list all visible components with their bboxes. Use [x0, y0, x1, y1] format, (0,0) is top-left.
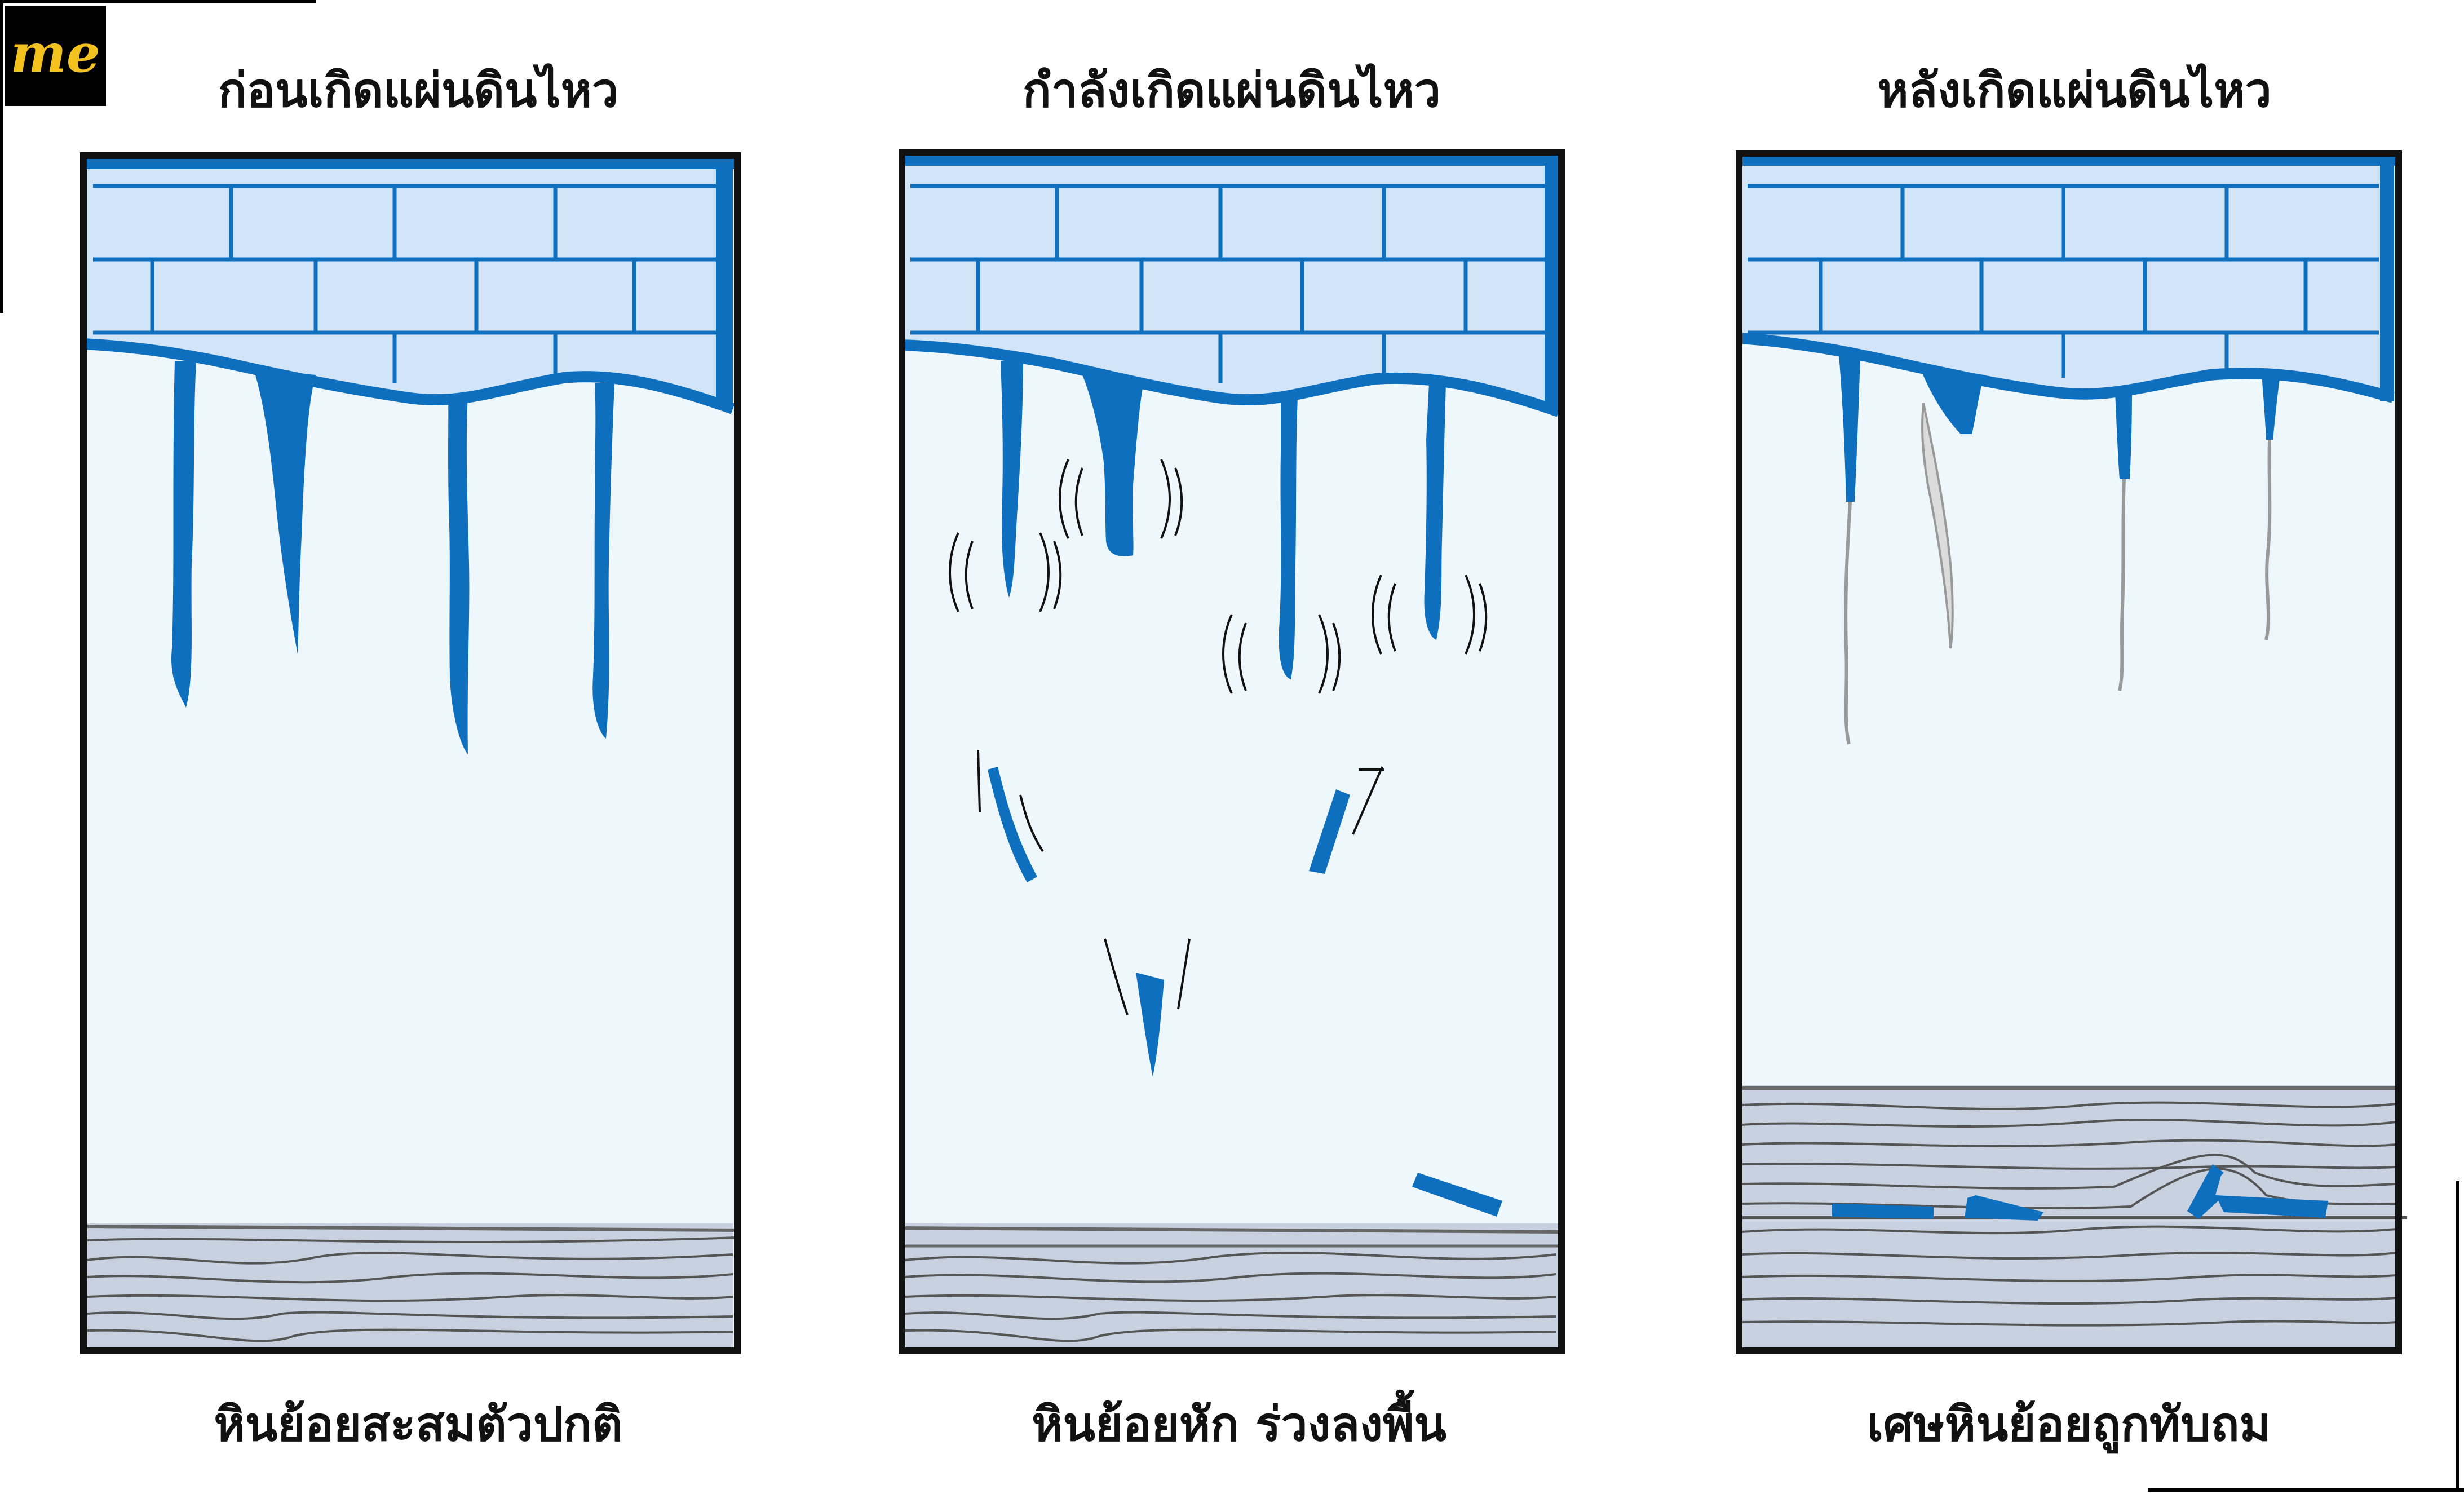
stalactite	[254, 369, 316, 654]
vibration-marks	[949, 459, 1488, 1015]
stalactite-stump	[1839, 355, 1860, 502]
brand-logo: me	[5, 6, 106, 106]
panel-title-after: หลังเกิดแผ่นดินไหว	[1877, 63, 2272, 118]
stalactite-stump	[2115, 392, 2132, 479]
stalactites	[988, 361, 1502, 1217]
corner-frame-right	[2456, 1181, 2459, 1492]
buried-fragment	[1832, 1204, 1934, 1219]
panel-before	[80, 152, 741, 1354]
fallen-fragment	[1412, 1173, 1502, 1217]
stalactite	[1279, 397, 1298, 679]
falling-fragment	[988, 767, 1037, 882]
panel-caption-after: เศษหินย้อยถูกทับถม	[1867, 1397, 2271, 1452]
cave-floor	[87, 1223, 739, 1349]
panel-frame	[80, 152, 741, 1354]
stalactite	[171, 361, 196, 708]
panel-frame	[899, 149, 1565, 1354]
stalactite	[1081, 372, 1144, 556]
broken-stalactites	[1839, 355, 2280, 745]
stalactite-stump	[2262, 375, 2280, 440]
stalactites	[171, 361, 614, 754]
broken-outline	[1921, 403, 1954, 649]
cave-ceiling	[901, 152, 1561, 417]
cave-ceiling	[83, 156, 737, 414]
stalactite	[1424, 383, 1446, 640]
falling-fragment	[1309, 789, 1350, 874]
corner-frame-top	[0, 0, 316, 3]
stalactite	[592, 383, 614, 739]
corner-frame-left	[0, 0, 3, 313]
panel-title-before: ก่อนเกิดแผ่นดินไหว	[218, 63, 619, 118]
panel-caption-before: หินย้อยสะสมตัวปกติ	[214, 1397, 623, 1452]
buried-fragment	[2187, 1164, 2328, 1219]
panel-after	[1736, 150, 2407, 1354]
panel-caption-during: หินย้อยหัก ร่วงลงพื้น	[1032, 1397, 1446, 1452]
panel-during	[899, 149, 1565, 1354]
corner-frame-bottom	[2148, 1488, 2464, 1492]
panel-title-during: กำลังเกิดแผ่นดินไหว	[1022, 63, 1441, 118]
falling-fragment	[1136, 973, 1164, 1077]
panel-frame	[1736, 150, 2402, 1354]
broken-outline	[1844, 439, 2272, 745]
buried-fragment	[1965, 1195, 2043, 1221]
stalactite	[448, 395, 470, 754]
stalactite-stump	[1919, 366, 1984, 434]
cave-floor	[1736, 1085, 2407, 1349]
stalactite	[1001, 361, 1023, 598]
buried-fragments	[1832, 1164, 2328, 1221]
cave-floor	[899, 1223, 1562, 1349]
cave-ceiling	[1738, 153, 2399, 403]
